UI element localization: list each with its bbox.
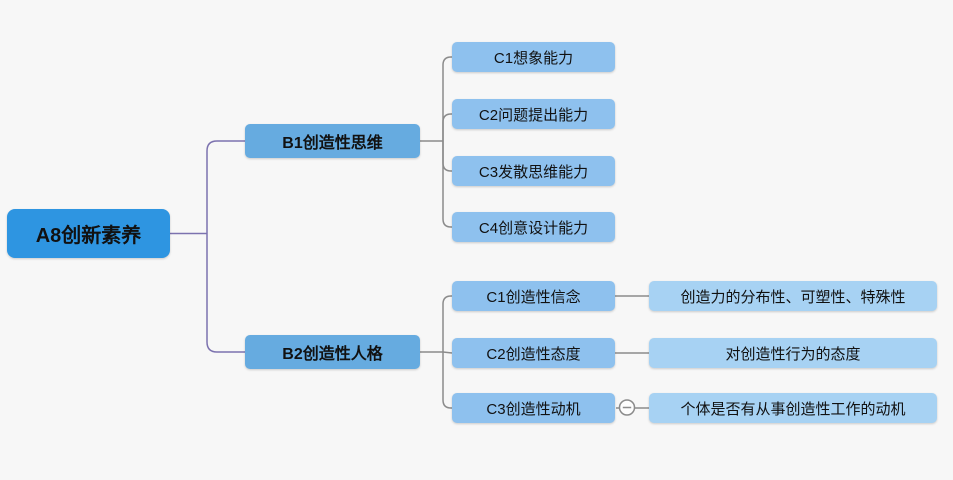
connector-b2-c3 xyxy=(442,352,452,409)
connector-b1-c3 xyxy=(442,141,452,172)
connector-b1-c4 xyxy=(442,141,452,228)
leaf-node-b1-c1[interactable]: C1想象能力 xyxy=(452,42,615,72)
leaf-node-b2-c3[interactable]: C3创造性动机 xyxy=(452,393,615,423)
collapse-toggle[interactable] xyxy=(618,399,636,416)
leaf-node-b2-c2[interactable]: C2创造性态度 xyxy=(452,338,615,368)
leaf-node-b1-c4[interactable]: C4创意设计能力 xyxy=(452,212,615,242)
leaf-node-b2-c1[interactable]: C1创造性信念 xyxy=(452,281,615,311)
branch-node-b1[interactable]: B1创造性思维 xyxy=(245,124,420,158)
root-node[interactable]: A8创新素养 xyxy=(7,209,170,258)
connector-b2-c2 xyxy=(442,351,453,354)
connector-root-b2 xyxy=(206,233,245,353)
connector-b1-c1 xyxy=(442,56,452,141)
detail-node-d3[interactable]: 个体是否有从事创造性工作的动机 xyxy=(649,393,937,423)
branch-node-b2[interactable]: B2创造性人格 xyxy=(245,335,420,369)
connector-root-b1 xyxy=(206,140,245,234)
leaf-node-b1-c2[interactable]: C2问题提出能力 xyxy=(452,99,615,129)
detail-node-d2[interactable]: 对创造性行为的态度 xyxy=(649,338,937,368)
detail-node-d1[interactable]: 创造力的分布性、可塑性、特殊性 xyxy=(649,281,937,311)
connector-b1-c2 xyxy=(442,113,452,141)
connector-b2-c1 xyxy=(442,295,452,352)
leaf-node-b1-c3[interactable]: C3发散思维能力 xyxy=(452,156,615,186)
